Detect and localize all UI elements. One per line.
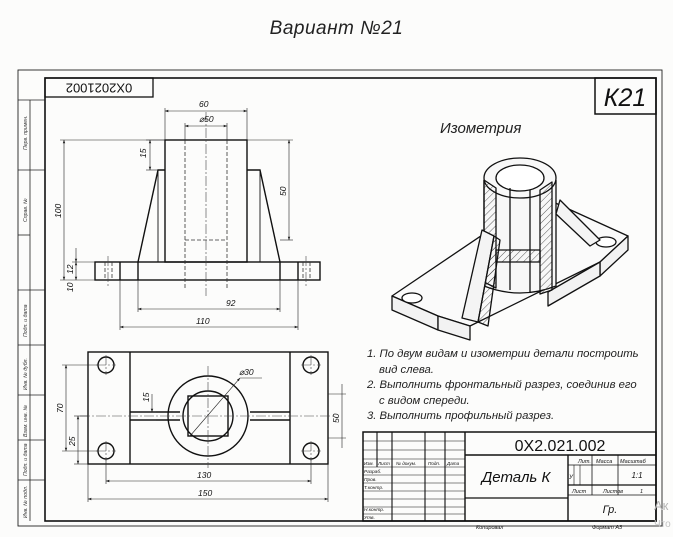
role-date: Дата: [446, 461, 460, 466]
dim-dia50: ⌀50: [199, 114, 214, 124]
dim-60: 60: [199, 99, 209, 109]
side-label-1: Перв. примен.: [23, 116, 29, 150]
dim-100: 100: [53, 204, 63, 218]
side-label-2: Справ. №: [23, 198, 29, 222]
side-label-4: Инв. № дубл.: [23, 358, 29, 390]
row-razrab: Разраб.: [364, 469, 381, 475]
stamp-scale-label: Масштаб: [620, 459, 647, 465]
role-izm: Изм.: [364, 461, 374, 466]
dim-10: 10: [65, 282, 75, 292]
dim-15-front: 15: [138, 148, 148, 158]
stamp-format: Формат А3: [592, 525, 623, 531]
front-hidden-lines: [104, 140, 311, 290]
dim-92: 92: [226, 298, 236, 308]
rotated-code-box: [44, 77, 154, 98]
instructions: 1. По двум видам и изометрии детали пост…: [367, 347, 639, 425]
part-name: Деталь К: [480, 469, 552, 486]
variant-heading: Вариант №21: [269, 18, 404, 39]
role-list: Лист: [377, 461, 390, 466]
stamp-u: У: [568, 475, 574, 481]
dim-150: 150: [198, 488, 212, 498]
ghost-text-1: Ак: [654, 498, 669, 513]
outer-frame: [17, 69, 663, 527]
stamp-sheets-num: 1: [640, 489, 643, 495]
dim-dia30: ⌀30: [239, 367, 254, 377]
stamp-lit: Лит.: [577, 459, 591, 465]
rotated-code: 0Х2021002: [66, 81, 133, 96]
iso-title: Изометрия: [440, 120, 521, 137]
stamp-code: 0Х2.021.002: [515, 438, 606, 455]
dim-130: 130: [197, 470, 211, 480]
stamp-copied: Копировал: [476, 525, 503, 531]
dim-12: 12: [65, 264, 75, 274]
side-label-6: Подп. и дата: [23, 443, 29, 476]
stamp-scale: 1:1: [631, 471, 642, 480]
variant-box: [594, 77, 657, 115]
side-label-5: Взам. инв. №: [23, 405, 29, 437]
instruction-line-1: 1. По двум видам и изометрии детали пост…: [367, 348, 639, 360]
stamp-sheets: Листов: [602, 489, 623, 495]
dim-15-top: 15: [141, 392, 151, 402]
role-docnum: № докум.: [396, 461, 416, 466]
side-strip: [18, 99, 45, 521]
row-tkontr: Т.контр.: [364, 485, 383, 491]
inner-frame: [44, 77, 657, 522]
variant-code: К21: [604, 84, 647, 112]
front-dimensions: [60, 108, 299, 330]
title-block: [362, 431, 657, 522]
ghost-text-2: Что: [654, 519, 671, 530]
front-view: [94, 139, 321, 281]
row-nkontr: Н.контр.: [364, 507, 384, 513]
instruction-line-3: 2. Выполнить фронтальный разрез, соедини…: [367, 379, 637, 391]
side-label-7: Инв. № подл.: [23, 486, 29, 518]
side-label-3: Подп. и дата: [23, 304, 29, 337]
top-dimensions: [62, 364, 346, 502]
instruction-line-2: вид слева.: [379, 363, 434, 376]
dim-50-top: 50: [331, 413, 341, 423]
front-centerlines: [107, 112, 307, 296]
row-utv: Утв.: [364, 515, 375, 521]
instruction-line-5: 3. Выполнить профильный разрез.: [367, 410, 555, 422]
dim-25: 25: [67, 436, 77, 447]
top-centerlines: [80, 355, 336, 468]
stamp-mass: Масса: [596, 459, 612, 465]
stamp-group: Гр.: [603, 504, 618, 516]
isometric-view: [391, 157, 629, 341]
row-prov: Пров.: [364, 477, 377, 483]
role-sign: Подп.: [428, 461, 440, 466]
dim-50-front: 50: [278, 186, 288, 196]
dim-70: 70: [55, 403, 65, 413]
stamp-sheet: Лист: [571, 489, 587, 495]
instruction-line-4: с видом спереди.: [379, 394, 470, 407]
dim-110: 110: [196, 316, 210, 326]
